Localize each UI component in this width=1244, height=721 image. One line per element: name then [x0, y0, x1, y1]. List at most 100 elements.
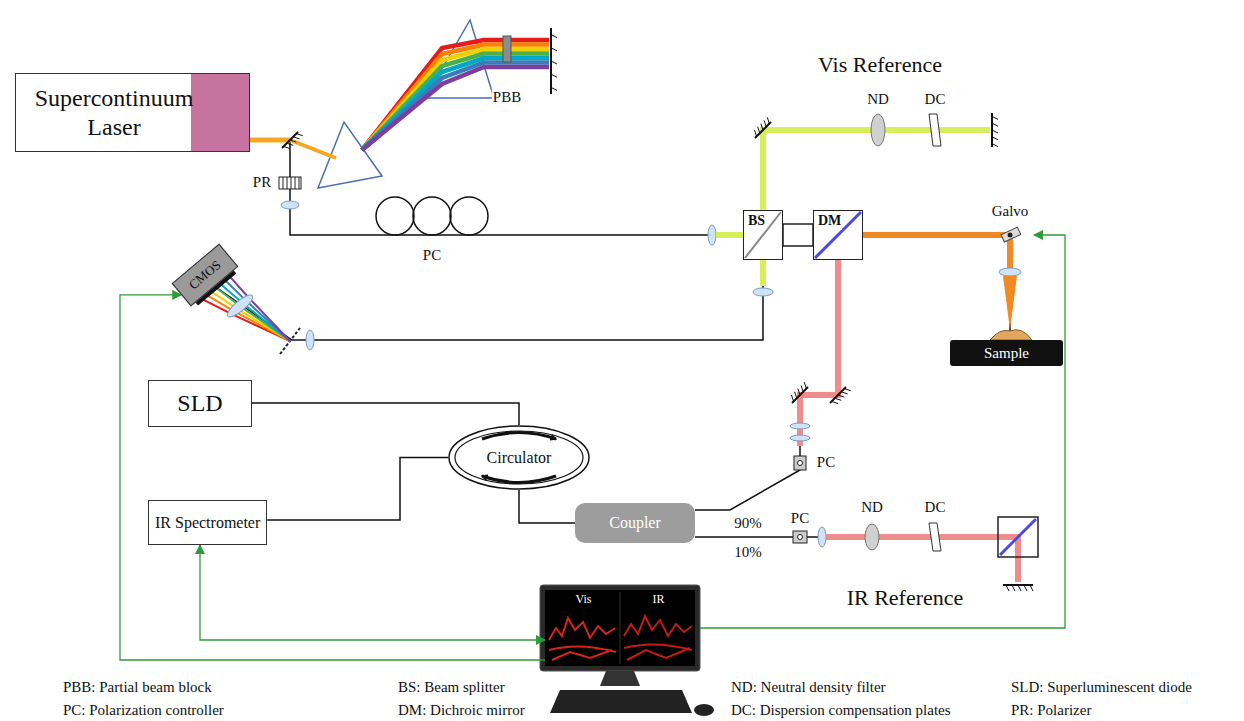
legend-entry: DM: Dichroic mirror	[397, 702, 526, 719]
lens	[281, 201, 299, 209]
node-text: Circulator	[487, 448, 552, 467]
mirror-hatch	[551, 48, 557, 51]
galvo-axis	[1008, 233, 1013, 238]
optical-fiber	[863, 235, 1010, 340]
mirror-hatch	[293, 137, 299, 139]
legend-entry: PBB: Partial beam block	[62, 679, 213, 696]
circulator-ellipse: Circulator	[448, 425, 590, 490]
legend-entry: PR: Polarizer	[1010, 702, 1092, 719]
fiber-loops	[376, 197, 488, 235]
part-label: 10%	[733, 544, 763, 561]
nd-filter	[865, 524, 879, 550]
lens	[818, 527, 826, 547]
dichroic-mirror-box: DM	[813, 210, 863, 260]
focused-beam	[1003, 276, 1017, 330]
mirror-hatch	[801, 385, 803, 391]
cube-joint	[783, 224, 813, 246]
mirror-hatch	[992, 116, 998, 119]
mirror-hatch	[1030, 585, 1033, 591]
node-text: Supercontinuum Laser	[24, 84, 204, 142]
computer-monitor	[540, 585, 714, 716]
part-label: DC	[924, 499, 947, 516]
mirror-hatch	[1012, 585, 1015, 591]
mirror-hatch	[1018, 585, 1021, 591]
spectrum-ray	[362, 49, 549, 150]
mirror-hatch	[290, 140, 296, 142]
vis-beam	[760, 260, 766, 286]
part-label: Galvo	[991, 203, 1030, 220]
spectrum-ray	[362, 40, 549, 150]
dichroic-face	[1000, 519, 1036, 555]
mirror-hatch	[844, 389, 850, 391]
optical-fiber	[250, 140, 743, 235]
mirror-hatch	[1006, 585, 1009, 591]
beam-splitter-face	[745, 212, 781, 258]
specimen	[990, 330, 1032, 340]
mirror	[830, 387, 846, 403]
optical-fiber	[252, 403, 519, 425]
lens	[306, 330, 314, 350]
node-text: IR	[652, 592, 664, 606]
lens	[790, 423, 810, 429]
mirror-hatch	[841, 392, 847, 394]
mirror-hatch	[287, 143, 293, 145]
part-label: ND	[866, 91, 890, 108]
part-label: PR	[252, 174, 272, 191]
mirror-hatch	[551, 74, 557, 77]
partial-beam-block	[503, 36, 511, 62]
optical-fiber	[267, 458, 448, 521]
mirror-hatch	[791, 395, 793, 401]
part-label: PC	[816, 454, 836, 471]
laser-beam	[250, 138, 290, 143]
mirror-hatch	[767, 117, 769, 123]
part-label: Vis Reference	[817, 52, 943, 77]
laser-box: Supercontinuum Laser	[15, 73, 250, 152]
legend-entry: ND: Neutral density filter	[730, 679, 887, 696]
part-label: PC	[422, 247, 442, 264]
nd-filter	[871, 114, 885, 146]
part-label: DC	[924, 91, 947, 108]
sample-beam	[863, 232, 1010, 238]
dispersion-plate	[929, 114, 941, 146]
mirror-hatch	[551, 87, 557, 90]
legend-entry: PC: Polarization controller	[62, 702, 225, 719]
node-text: CMOS	[186, 257, 224, 293]
galvo-mirror	[1001, 227, 1021, 242]
mirrors	[282, 28, 1033, 591]
mirror-hatch	[992, 130, 998, 133]
mirror-hatch	[761, 124, 763, 130]
node-text: Vis	[576, 592, 592, 606]
polarization-controller	[793, 531, 807, 543]
control-wire	[700, 235, 1065, 628]
source-box: SLD	[148, 380, 252, 427]
legend-entry: DC: Dispersion compensation plates	[730, 702, 952, 719]
lens	[225, 292, 256, 320]
mirror-hatch	[551, 61, 557, 64]
part-label: ND	[860, 499, 884, 516]
dichroic-face	[815, 212, 861, 258]
mirror-hatch	[795, 392, 797, 398]
spectrum-ray	[362, 63, 549, 151]
mirror-hatch	[551, 35, 557, 38]
mirror-hatch	[992, 123, 998, 126]
mirror-hatch	[296, 134, 302, 136]
part-label: 90%	[733, 515, 763, 532]
ir-beam	[800, 260, 838, 446]
vis-beam	[716, 232, 743, 238]
lens	[999, 268, 1021, 276]
part-label: PC	[790, 510, 810, 527]
ir-reference-beam	[826, 537, 1018, 582]
mirror-hatch	[835, 398, 841, 400]
mirror-hatch	[804, 382, 806, 388]
laser-beam	[290, 140, 336, 158]
spectrum-ray	[362, 45, 549, 151]
coupler-shape: Coupler	[575, 503, 695, 543]
dichroic-cube	[998, 517, 1038, 557]
monitor-screen: Vis IR	[545, 590, 695, 666]
node-text: Sample	[984, 344, 1029, 362]
part-label: IR Reference	[846, 585, 965, 610]
mirror-hatch	[838, 395, 844, 397]
lens	[790, 435, 810, 441]
